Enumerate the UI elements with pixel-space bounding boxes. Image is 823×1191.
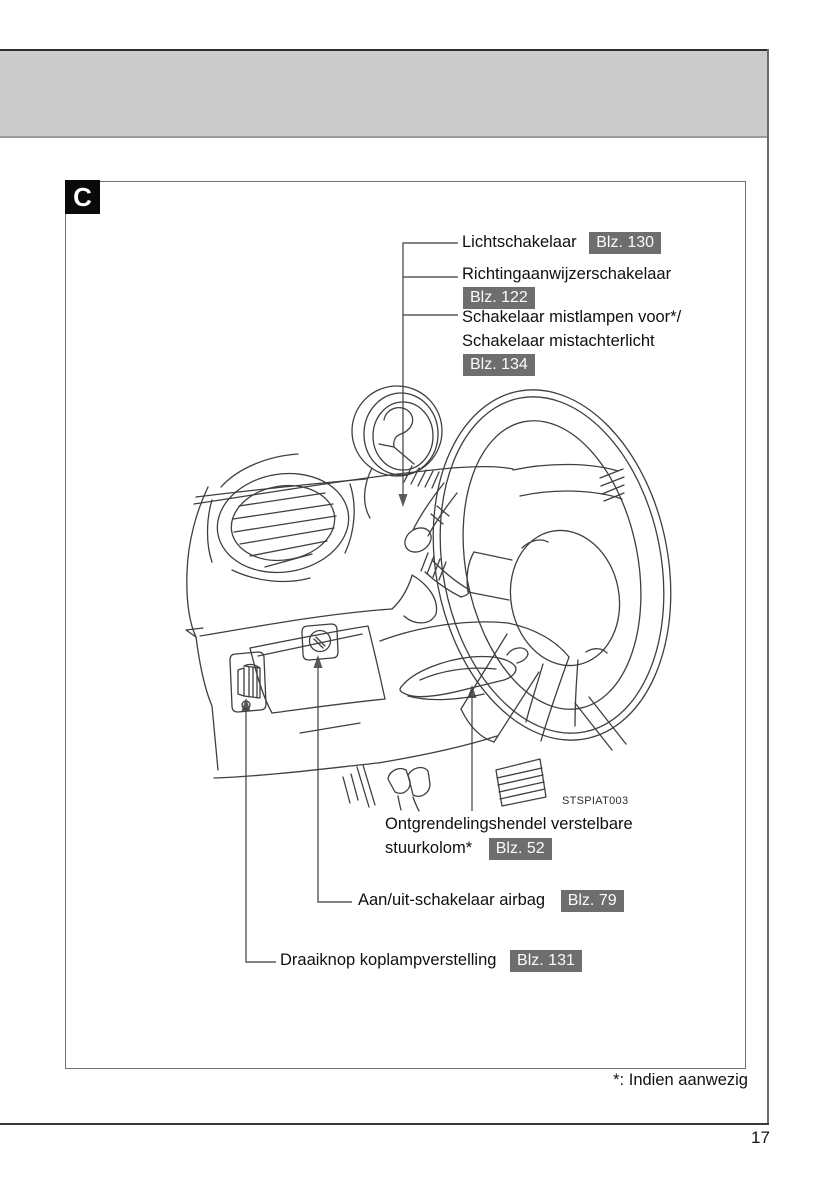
page-ref-badge: Blz. 52 <box>488 838 552 860</box>
footnote: *: Indien aanwezig <box>613 1071 748 1089</box>
leader-tilt-lever <box>467 685 477 811</box>
page-ref-badge: Blz. 130 <box>589 232 662 254</box>
steering-wheel <box>432 389 672 741</box>
section-tab: C <box>65 180 100 214</box>
callout-label: Richtingaanwijzerschakelaar <box>462 265 672 283</box>
callout-turn-signal-ref: Blz. 122 <box>463 287 535 309</box>
section-header-band <box>0 49 769 138</box>
floor-and-pedals <box>195 636 498 812</box>
page-ref-badge: Blz. 134 <box>463 354 535 376</box>
callout-light-switch: Lichtschakelaar Blz. 130 <box>462 232 662 254</box>
callout-steering-column-line2: stuurkolom* Blz. 52 <box>385 838 552 860</box>
page-number: 17 <box>751 1128 770 1147</box>
footwell-grille <box>495 696 627 807</box>
callout-label: Lichtschakelaar <box>462 233 577 251</box>
callout-label: Draaiknop koplampverstelling <box>280 951 497 969</box>
page-ref-badge: Blz. 79 <box>560 890 624 912</box>
leader-leveling-knob <box>241 698 276 963</box>
callout-fog-lamps-line2: Schakelaar mistachterlicht <box>462 331 655 351</box>
leader-arrow-up <box>313 655 323 668</box>
callout-fog-lamps-line1: Schakelaar mistlampen voor*/ <box>462 307 681 327</box>
callout-turn-signal: Richtingaanwijzerschakelaar <box>462 264 671 284</box>
dashboard-drawing <box>185 385 672 812</box>
callout-label: Aan/uit-schakelaar airbag <box>358 891 546 909</box>
airbag-key-switch <box>301 623 339 661</box>
figure-code: STSPIAT003 <box>562 795 629 807</box>
callout-label: Ontgrendelingshendel verstelbare <box>385 815 633 833</box>
leader-top-callouts <box>398 242 458 507</box>
callout-airbag-switch: Aan/uit-schakelaar airbag Blz. 79 <box>358 890 624 912</box>
callout-label: Schakelaar mistachterlicht <box>462 332 655 350</box>
steering-column-lower <box>379 621 570 743</box>
leader-airbag-switch <box>313 655 352 903</box>
page-edge-rule <box>767 49 769 1125</box>
leader-arrow-down <box>398 494 408 507</box>
wiper-stalk <box>424 559 470 598</box>
headlight-leveling-knob <box>229 651 267 713</box>
tilt-release-lever <box>399 647 529 701</box>
instrument-pod <box>351 385 443 519</box>
turn-signal-stalk <box>404 482 458 581</box>
callout-label: stuurkolom* <box>385 839 473 857</box>
air-vent <box>206 453 355 583</box>
footer-rule <box>0 1123 769 1125</box>
callout-fog-lamps-ref: Blz. 134 <box>463 354 535 376</box>
callout-label: Schakelaar mistlampen voor*/ <box>462 308 682 326</box>
callout-steering-column-line1: Ontgrendelingshendel verstelbare <box>385 814 633 834</box>
page-ref-badge: Blz. 131 <box>510 950 582 972</box>
callout-headlight-leveling: Draaiknop koplampverstelling Blz. 131 <box>280 950 582 972</box>
figure-frame <box>65 181 746 1069</box>
page-ref-badge: Blz. 122 <box>463 287 535 309</box>
